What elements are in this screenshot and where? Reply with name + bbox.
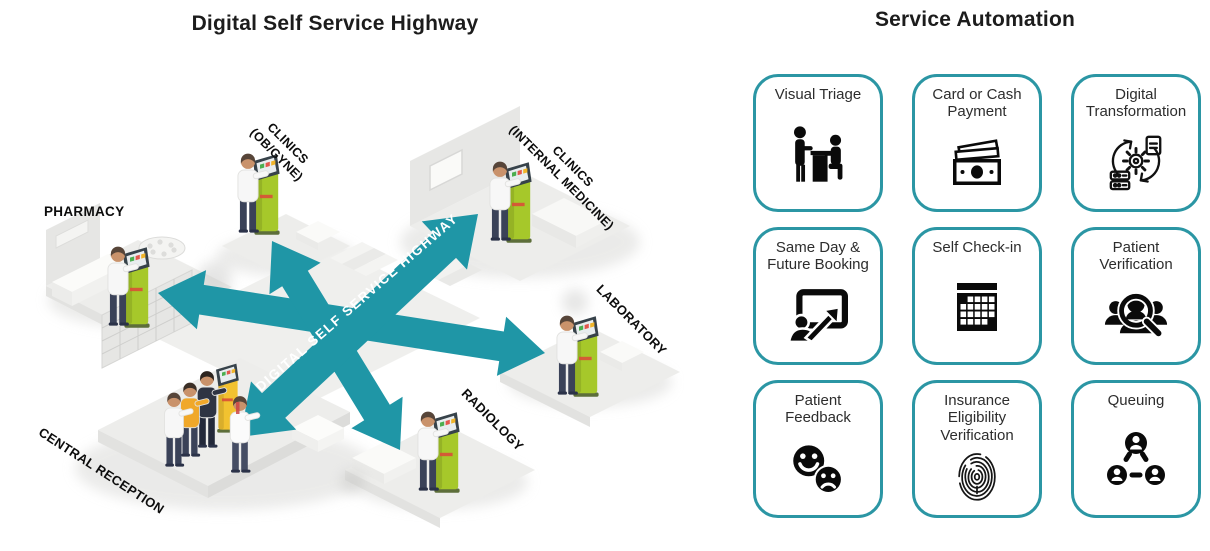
digital-transformation-icon (1103, 121, 1169, 203)
card-label: Same Day & Future Booking (767, 239, 869, 274)
card-label: Patient Verification (1099, 239, 1173, 274)
card-visual-triage: Visual Triage (753, 74, 883, 212)
left-title: Digital Self Service Highway (191, 12, 479, 35)
card-label: Insurance Eligibility Verification (940, 392, 1014, 444)
smiley-faces-icon (785, 427, 851, 509)
blur-plants (198, 261, 588, 494)
card-booking: Same Day & Future Booking (753, 227, 883, 365)
highway-arrows (158, 214, 545, 450)
visual-triage-icon (782, 103, 854, 202)
card-cash-payment: Card or Cash Payment (912, 74, 1042, 212)
card-label: Queuing (1107, 392, 1165, 409)
card-queuing: Queuing (1071, 380, 1201, 518)
service-automation-panel: Service Automation Visual Triage (740, 0, 1210, 551)
digital-highway-panel: Digital Self Service Highway PHARMACY CL… (36, 12, 680, 528)
people-network-icon (1103, 409, 1169, 508)
right-title: Service Automation (874, 8, 1076, 31)
card-label: Self Check-in (932, 239, 1022, 256)
presentation-booking-icon (783, 274, 853, 356)
card-insurance-eligibility: Insurance Eligibility Verification (912, 380, 1042, 518)
card-label: Card or Cash Payment (932, 86, 1022, 121)
automation-card-grid: Visual Triage (753, 74, 1201, 518)
arrow-reception-internal (240, 214, 478, 437)
cash-payment-icon (942, 121, 1012, 203)
card-patient-verification: Patient Verification (1071, 227, 1201, 365)
hospital-isometric-map (46, 106, 680, 528)
card-self-checkin: Self Check-in (912, 227, 1042, 365)
fingerprint-icon (949, 444, 1005, 508)
card-label: Visual Triage (774, 86, 862, 103)
card-label: Digital Transformation (1085, 86, 1187, 121)
label-pharmacy: PHARMACY (44, 204, 125, 219)
calendar-icon (944, 256, 1010, 355)
kiosks-and-people (107, 152, 599, 493)
card-patient-feedback: Patient Feedback (753, 380, 883, 518)
card-label: Patient Feedback (785, 392, 851, 427)
magnifier-people-icon (1101, 274, 1171, 356)
card-digital-transformation: Digital Transformation (1071, 74, 1201, 212)
